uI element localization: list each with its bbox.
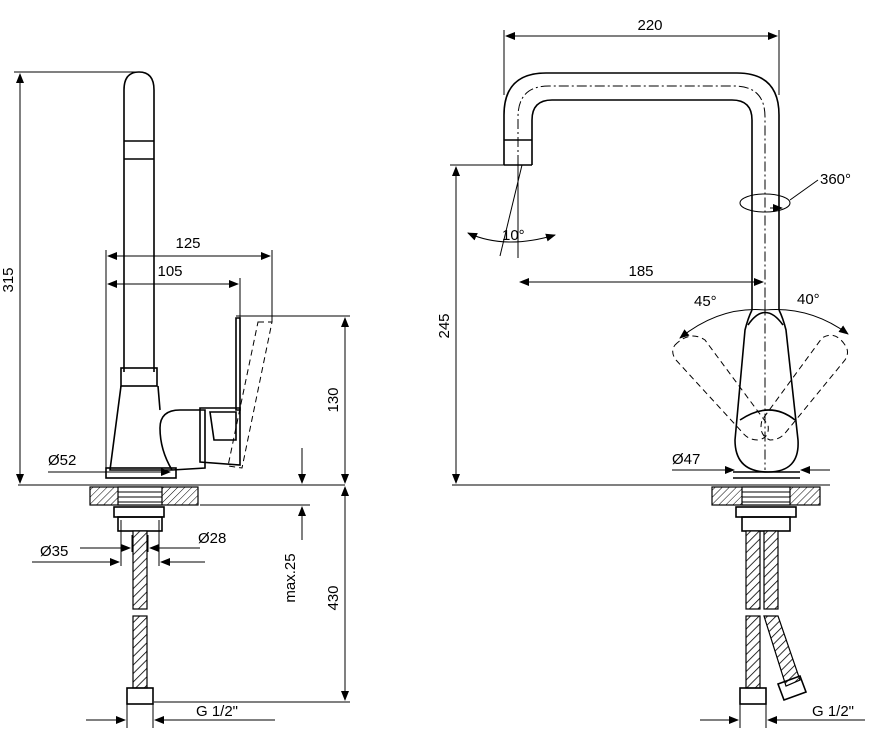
dim-width-220: 220 [503, 17, 780, 95]
label-125: 125 [175, 235, 200, 252]
label-max-25: max.25 [282, 553, 299, 602]
dim-max-25: max.25 [200, 448, 310, 603]
label-220: 220 [637, 17, 662, 34]
hose-left-upper [745, 530, 761, 610]
spout-tube [123, 71, 155, 372]
spout-centerline [517, 85, 766, 470]
braided-hose-upper [132, 530, 148, 610]
dim-dia-47: Ø47 [672, 451, 830, 474]
faucet-body [109, 385, 206, 471]
dim-width-125: 125 [105, 235, 273, 470]
dim-dia-52: Ø52 [48, 452, 171, 476]
braided-hose-lower [132, 615, 148, 689]
hose-right-lower [763, 615, 801, 687]
spout-inner [531, 99, 753, 310]
label-245: 245 [436, 313, 453, 338]
hose-right-upper [763, 530, 779, 610]
label-10: 10° [502, 227, 525, 244]
fixing-nut [113, 506, 165, 518]
label-45: 45° [694, 293, 717, 310]
front-view: 220 360° 10° 185 245 [436, 17, 865, 728]
label-430: 430 [325, 585, 342, 610]
neck-collar [120, 367, 158, 387]
label-105: 105 [157, 263, 182, 280]
label-dia-28: Ø28 [198, 530, 226, 547]
dim-height-315: 315 [0, 71, 138, 484]
dim-height-130: 130 [236, 315, 350, 484]
label-dia-35: Ø35 [40, 543, 68, 560]
dim-width-105: 105 [107, 263, 241, 318]
fixing-nut-front [735, 506, 797, 518]
dim-reach-185: 185 [519, 263, 764, 286]
base-ring [105, 467, 177, 479]
label-40: 40° [797, 291, 820, 308]
lever [235, 317, 241, 411]
dim-thread-front: G 1/2" [700, 703, 865, 728]
hose-left-lower [745, 615, 761, 689]
dim-height-245: 245 [436, 164, 520, 484]
hose-end-fitting [126, 687, 154, 705]
lever-front [739, 409, 796, 421]
label-thread-side: G 1/2" [196, 703, 238, 720]
dim-thread-side: G 1/2" [86, 703, 275, 728]
dim-rotation-360: 360° [739, 171, 851, 213]
dim-length-430: 430 [154, 486, 350, 703]
lever-open-position [227, 321, 273, 469]
dim-angle-lever: 45° 40° [679, 291, 849, 339]
lever-left-position [672, 335, 769, 441]
label-dia-47: Ø47 [672, 451, 700, 468]
hose-end-right [776, 674, 808, 702]
faucet-body-front [734, 309, 799, 473]
label-360: 360° [820, 171, 851, 188]
label-thread-front: G 1/2" [812, 703, 854, 720]
handle-cartridge [199, 407, 241, 466]
side-view: 315 125 105 130 Ø52 [0, 71, 350, 728]
label-130: 130 [325, 387, 342, 412]
lever-right-position [760, 334, 848, 441]
label-315: 315 [0, 267, 17, 292]
label-dia-52: Ø52 [48, 452, 76, 469]
dim-dia-35-28: Ø35 Ø28 [32, 520, 226, 566]
hose-end-left [739, 687, 767, 705]
spout-outer [503, 72, 780, 310]
dim-angle-10: 10° [467, 164, 556, 258]
label-185: 185 [628, 263, 653, 280]
